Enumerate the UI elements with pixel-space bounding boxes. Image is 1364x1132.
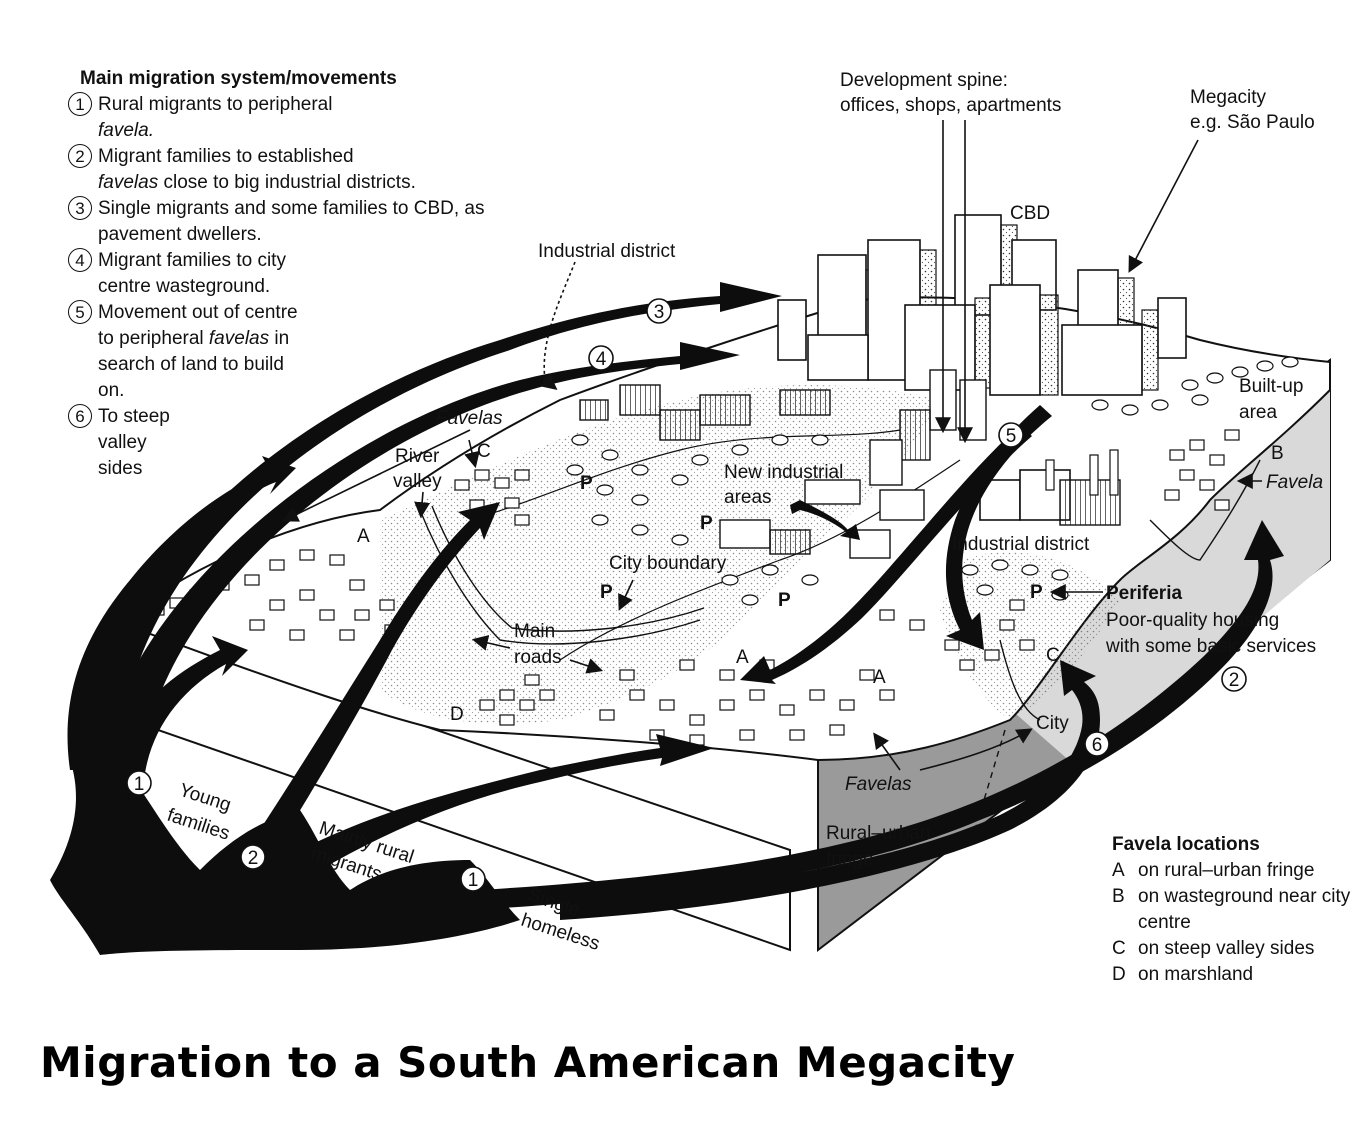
favelas-top-label: Favelas [436,408,503,429]
cbd-label: CBD [1010,203,1050,224]
letter-c-left: C [477,441,491,462]
legend-item-5: 5 Movement out of centre to peripheral f… [68,300,488,404]
svg-text:5: 5 [1006,426,1017,447]
flow-numbers: 1 2 1 3 4 5 2 6 [126,298,1247,892]
development-spine-label-1: Development spine: [840,70,1008,91]
favela-key: A [1112,860,1125,881]
legend-number: 5 [68,300,92,324]
cbd-towers [777,214,1187,559]
svg-text:3: 3 [654,302,665,323]
river-valley-label-1: River [395,446,440,467]
favela-key: C [1112,938,1126,959]
built-up-label-2: area [1239,402,1277,423]
megacity-label-1: Megacity [1190,87,1267,108]
new-industrial-label-2: areas [724,487,772,508]
migration-flows [50,282,1284,955]
rural-urban-label-1: Rural–urban [826,823,931,844]
industrial-buildings [579,384,1121,555]
map-labels: Development spine: offices, shops, apart… [357,70,1323,870]
periferia-desc-1: Poor-quality housing [1106,610,1279,631]
leader-lines [282,120,1262,771]
legend-number: 2 [68,144,92,168]
legend-text-rest: in search of land to build on. [98,328,290,401]
industrial-district-top-label: Industrial district [538,241,676,262]
legend-text-emphasis: favelas [208,328,270,349]
city-label: City [1036,713,1069,734]
legend-number: 4 [68,248,92,272]
letter-a-left: A [357,526,370,547]
letter-p-4: P [778,590,791,611]
favela-desc: on marshland [1138,964,1254,985]
svg-text:1: 1 [134,774,145,795]
favela-key: B [1112,886,1125,907]
legend-item-6: 6 To steep valley sides [68,404,488,482]
svg-text:6: 6 [1092,735,1103,756]
legend-text-rest: close to big industrial districts. [163,172,416,193]
svg-text:2: 2 [248,848,259,869]
periferia-label: Periferia [1106,583,1182,604]
main-roads-label-1: Main [514,621,555,642]
legend-text: Single migrants and some families to CBD… [98,198,485,245]
svg-text:2: 2 [1229,670,1240,691]
svg-text:4: 4 [596,349,607,370]
built-up-label-1: Built-up [1239,376,1303,397]
new-industrial-label-1: New industrial [724,462,843,483]
favela-key: D [1112,964,1126,985]
svg-text:1: 1 [468,870,479,891]
periferia-desc-2: with some basic services [1105,636,1316,657]
favelas-bottom-label: Favelas [845,774,912,795]
legend-title: Main migration system/movements [80,68,397,89]
favela-desc: on rural–urban fringe [1138,860,1315,881]
industrial-district-right-label: Industrial district [952,534,1090,555]
legend-item-2: 2 Migrant families to established favelas… [68,144,488,196]
favela-locations-title: Favela locations [1112,834,1260,855]
legend-text-emphasis: favelas [98,172,159,193]
letter-p-5: P [1030,582,1043,603]
migration-legend: Main migration system/movements 1 Rural … [68,66,488,482]
letter-p-3: P [600,582,613,603]
legend-number: 6 [68,404,92,428]
city-boundary-label: City boundary [609,553,727,574]
legend-number: 3 [68,196,92,220]
legend-item-1: 1 Rural migrants to peripheral favela. [68,92,488,144]
legend-text: Migrant families to established [98,146,354,167]
letter-a-right: A [873,667,886,688]
legend-text: Movement out of centre to peripheral [98,302,298,349]
letter-a-mid: A [736,647,749,668]
favela-desc: on steep valley sides [1138,938,1315,959]
development-spine-label-2: offices, shops, apartments [840,95,1061,116]
river-valley-label-2: valley [393,471,442,492]
megacity-label-2: e.g. São Paulo [1190,112,1315,133]
legend-text: Rural migrants to peripheral [98,94,333,115]
legend-text: To steep valley sides [98,406,170,479]
page-title: Migration to a South American Megacity [40,1038,1016,1087]
rural-urban-label-2: fringe [826,849,874,870]
letter-d: D [450,704,464,725]
letter-c-right: C [1046,645,1060,666]
favela-right-label: Favela [1266,472,1323,493]
legend-text-emphasis: favela. [98,120,154,141]
letter-b: B [1271,443,1284,464]
legend-number: 1 [68,92,92,116]
main-roads-label-2: roads [514,647,562,668]
legend-item-4: 4 Migrant families to city centre wasteg… [68,248,488,300]
letter-p-1: P [580,473,593,494]
favela-desc: on wasteground near city centre [1138,886,1351,933]
legend-item-3: 3 Single migrants and some families to C… [68,196,488,248]
legend-text: Migrant families to city centre wastegro… [98,250,286,297]
letter-p-2: P [700,513,713,534]
